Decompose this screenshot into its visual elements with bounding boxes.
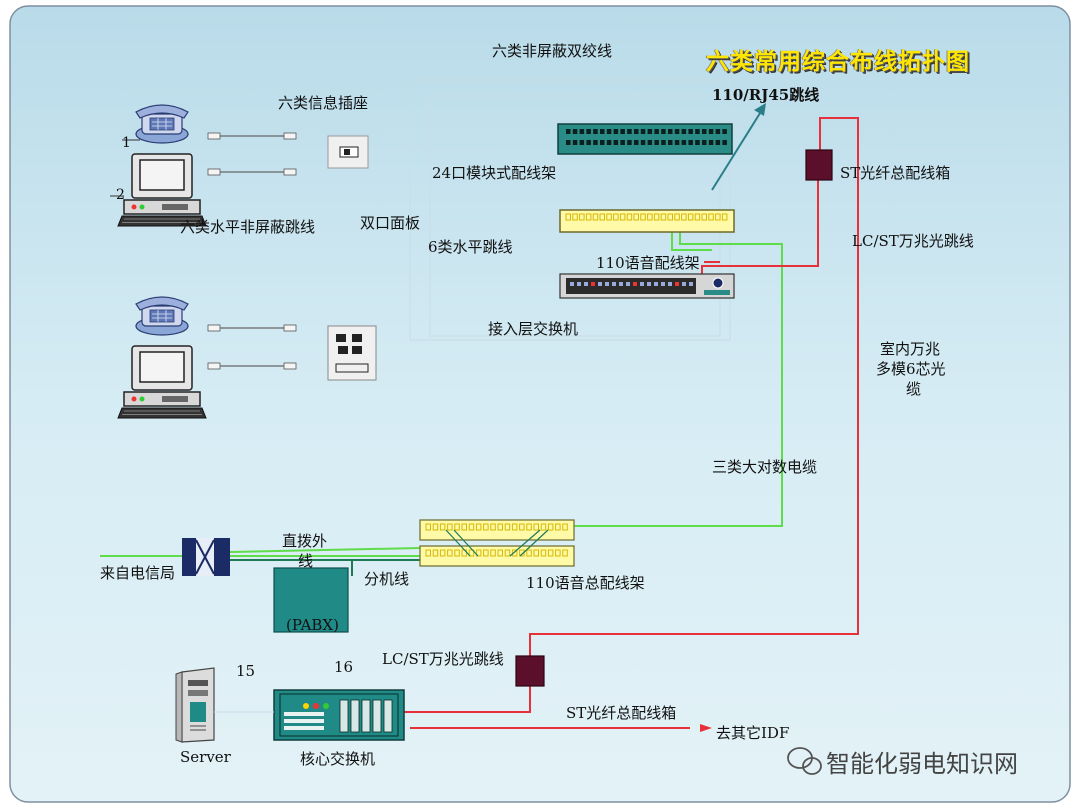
label-lcst-patch-top: LC/ST万兆光跳线 [852,232,974,250]
watermark: 智能化弱电知识网 [826,750,1018,778]
label-from-telecom: 来自电信局 [100,564,176,582]
telecom-protector [182,538,230,576]
cat3-backbone-cable [100,218,783,557]
label-direct-dial-1: 直拨外 [282,532,328,550]
label-cat6-h-patch: 6类水平跳线 [428,238,513,256]
label-direct-dial-2: 线 [298,552,314,570]
label-st-fiber-box-top: ST光纤总配线箱 [840,164,951,182]
pabx [273,567,349,633]
label-cat3-cable: 三类大对数电缆 [712,458,818,476]
label-access-switch: 接入层交换机 [488,320,579,338]
label-num-2: 2 [116,187,125,203]
label-num-16: 16 [334,658,354,676]
arrow-icon [700,724,712,732]
st-fiber-box-top [805,149,833,181]
label-cat6-h-utp-patch: 六类水平非屏蔽跳线 [180,218,316,236]
patch-panel-24 [557,123,733,155]
access-switch [559,273,735,299]
label-core-switch: 核心交换机 [300,750,376,768]
label-indoor-fiber-2: 多模6芯光 [876,360,946,378]
server-icon [175,667,215,743]
st-fiber-box-bottom [515,655,545,687]
label-server: Server [180,748,231,766]
label-pabx: (PABX) [286,616,339,634]
diagram-title: 六类常用综合布线拓扑图 [706,49,970,75]
label-num-1: 1 [122,135,131,151]
label-patch-panel-24: 24口模块式配线架 [432,164,557,182]
voice-main-frame-110 [419,519,575,567]
label-cat6-utp: 六类非屏蔽双绞线 [492,42,613,60]
label-voice-main-110: 110语音总配线架 [526,574,645,592]
label-to-other-idf: 去其它IDF [716,724,790,742]
dual-faceplate [327,325,377,381]
label-cat6-outlet: 六类信息插座 [278,94,369,112]
label-st-fiber-box-bottom: ST光纤总配线箱 [566,704,677,722]
core-switch [273,689,405,741]
telephone-icon [135,104,189,144]
voice-panel-110 [559,209,735,233]
label-dual-faceplate: 双口面板 [360,214,421,232]
label-indoor-fiber-3: 缆 [906,380,922,398]
label-num-15: 15 [236,662,256,680]
wechat-icon [787,747,822,775]
label-extension-line: 分机线 [364,570,410,588]
cat6-info-outlet [327,135,369,169]
label-lcst-patch-bottom: LC/ST万兆光跳线 [382,650,504,668]
label-indoor-fiber-1: 室内万兆 [880,340,941,358]
label-voice-panel-110: 110语音配线架 [596,254,700,272]
telephone-icon [135,296,189,336]
label-rj45-patch: 110/RJ45跳线 [712,86,820,104]
